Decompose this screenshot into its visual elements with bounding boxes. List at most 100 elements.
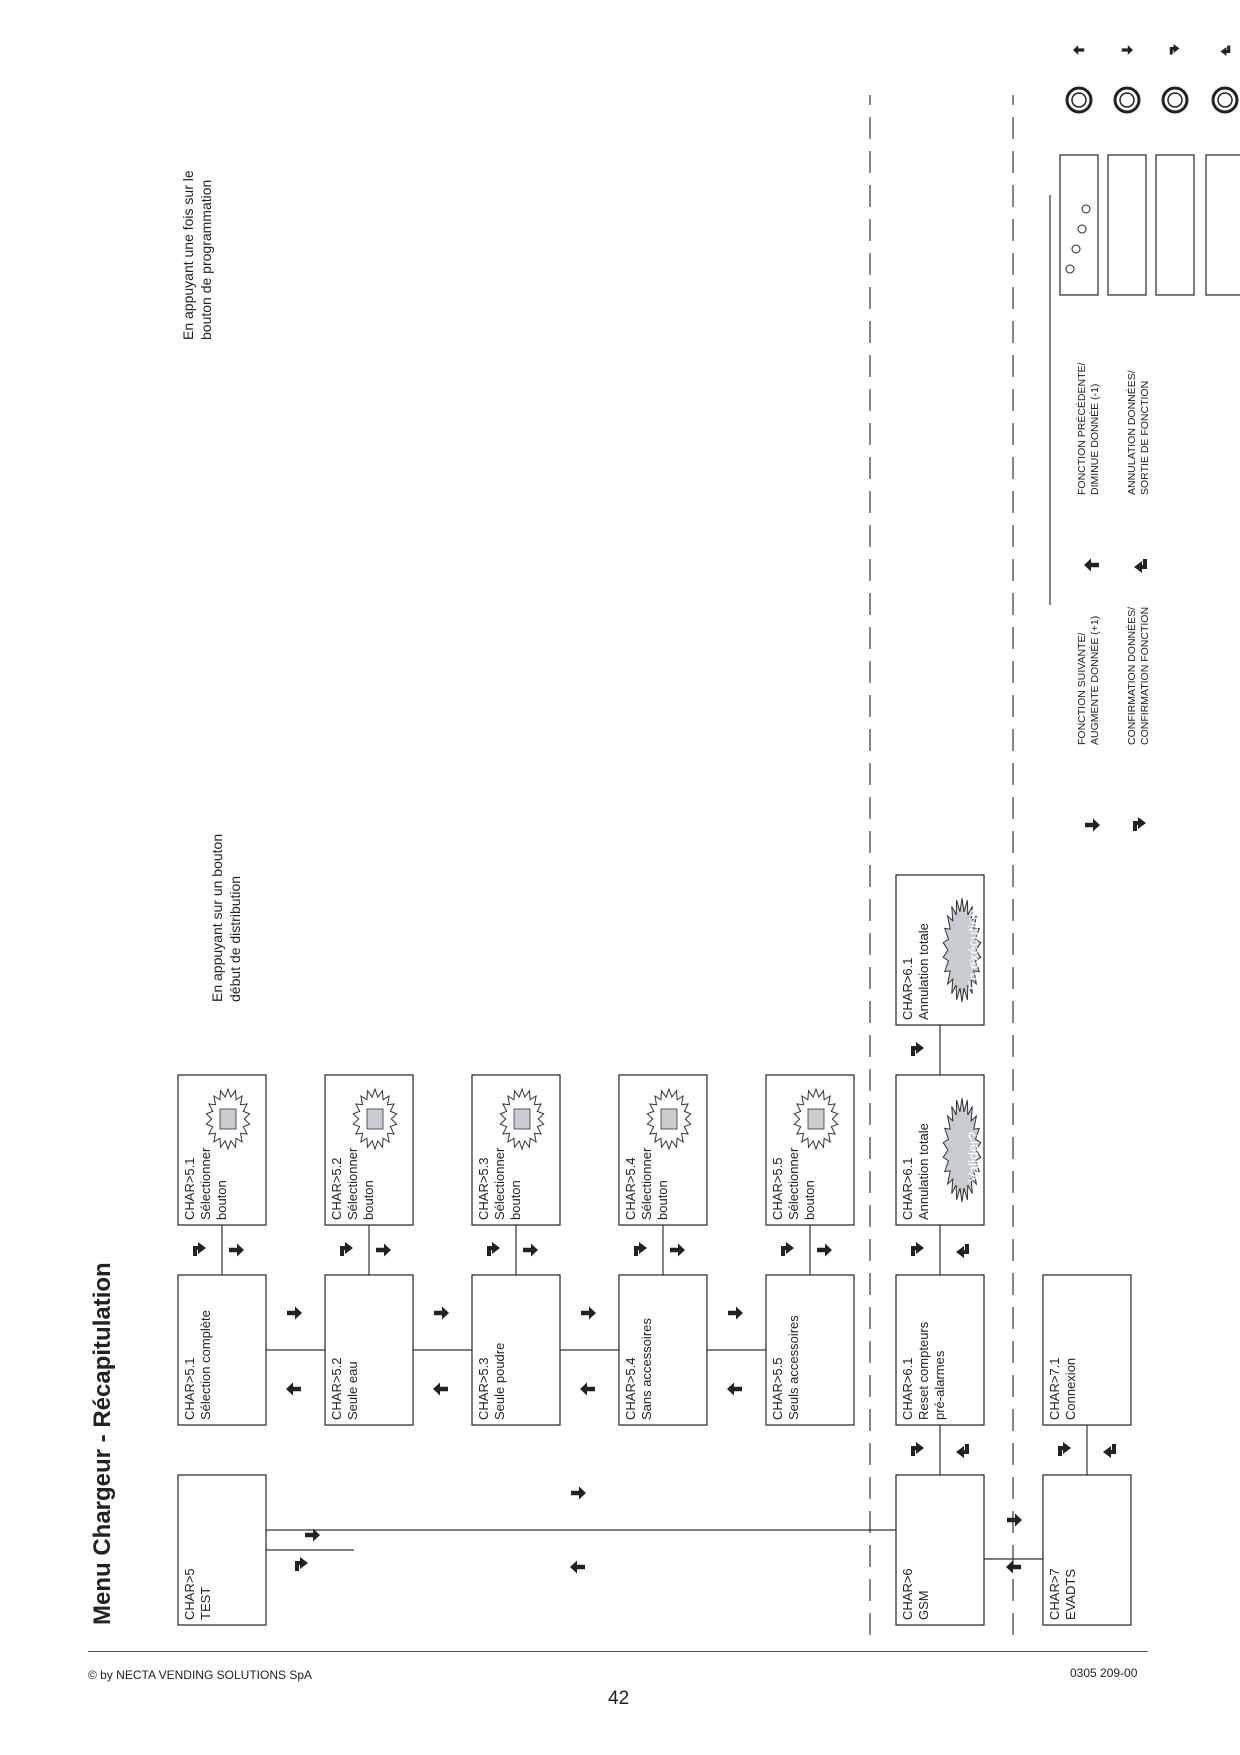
- arrow-right-icon: [434, 1306, 449, 1320]
- menu-box-char5-1[interactable]: CHAR>5.1 Sélection complète: [177, 1274, 267, 1426]
- arrow-left-icon: [570, 1560, 585, 1574]
- svg-text:CHAR>5.3: CHAR>5.3: [476, 1358, 491, 1421]
- svg-text:SORTIE DE FONCTION: SORTIE DE FONCTION: [1139, 381, 1151, 495]
- indicator-led-icon: [1071, 244, 1081, 254]
- menu-box-char6[interactable]: CHAR>6 GSM: [895, 1474, 985, 1626]
- menu-box-char5-2[interactable]: CHAR>5.2 Seule eau: [324, 1274, 414, 1426]
- arrow-confirm-icon: [340, 1242, 353, 1256]
- arrow-left-icon: [433, 1382, 448, 1396]
- svg-text:En appuyant une fois sur le: En appuyant une fois sur le: [180, 170, 196, 340]
- arrow-left-icon: [1073, 45, 1085, 55]
- svg-text:CHAR>5.3: CHAR>5.3: [476, 1158, 491, 1221]
- svg-text:Seule eau: Seule eau: [345, 1361, 360, 1420]
- svg-text:Sélection complète: Sélection complète: [198, 1310, 213, 1420]
- valider-label: Valider?: [965, 1131, 981, 1182]
- svg-text:CHAR>7: CHAR>7: [1047, 1568, 1062, 1620]
- svg-text:CHAR>6.1: CHAR>6.1: [900, 1358, 915, 1421]
- arrow-confirm-icon: [1058, 1442, 1071, 1456]
- svg-text:Seule poudre: Seule poudre: [492, 1343, 507, 1420]
- arrow-right-icon: [1121, 45, 1133, 55]
- page-number: 42: [608, 1688, 630, 1709]
- menu-box-char7-1[interactable]: CHAR>7.1 Connexion: [1042, 1274, 1132, 1426]
- svg-text:bouton de programmation: bouton de programmation: [198, 180, 214, 340]
- arrow-confirm-icon: [911, 1042, 924, 1056]
- arrow-right-icon: [1007, 1513, 1022, 1527]
- svg-text:bouton: bouton: [802, 1180, 817, 1220]
- svg-text:CHAR>5.1: CHAR>5.1: [182, 1358, 197, 1421]
- svg-text:Annulation totale: Annulation totale: [916, 1123, 931, 1220]
- menu-box-char5-5[interactable]: CHAR>5.5 Seuls accessoires: [765, 1274, 855, 1426]
- svg-text:DIMINUE DONNÉE (-1): DIMINUE DONNÉE (-1): [1088, 384, 1101, 495]
- arrow-left-icon: [727, 1382, 742, 1396]
- menu-box-char5-4-select[interactable]: CHAR>5.4 Sélectionner bouton: [618, 1074, 708, 1226]
- svg-text:TEST: TEST: [198, 1587, 213, 1620]
- svg-text:CHAR>5.5: CHAR>5.5: [770, 1358, 785, 1421]
- starburst-icon: [942, 897, 982, 1003]
- menu-box-char5-1-select[interactable]: CHAR>5.1 Sélectionner bouton: [177, 1074, 267, 1226]
- menu-box-char6-1-exec[interactable]: CHAR>6.1 Annulation totale En exécution: [895, 874, 985, 1026]
- menu-box-char6-1-confirm[interactable]: CHAR>6.1 Annulation totale Valider?: [895, 1074, 985, 1226]
- arrow-cancel-icon: [1134, 559, 1147, 573]
- button-icon: [366, 1108, 384, 1130]
- arrow-cancel-icon: [956, 1444, 969, 1458]
- arrow-left-icon: [580, 1382, 595, 1396]
- arrow-right-icon: [817, 1243, 832, 1257]
- svg-text:bouton: bouton: [214, 1180, 229, 1220]
- svg-text:bouton: bouton: [361, 1180, 376, 1220]
- indicator-led-icon: [1081, 204, 1091, 214]
- svg-text:Sélectionner: Sélectionner: [492, 1147, 507, 1220]
- arrow-confirm-icon: [193, 1242, 206, 1256]
- svg-text:Sans accessoires: Sans accessoires: [639, 1318, 654, 1420]
- svg-text:CONFIRMATION FONCTION: CONFIRMATION FONCTION: [1139, 607, 1151, 745]
- button-icon: [807, 1108, 825, 1130]
- arrow-right-icon: [287, 1306, 302, 1320]
- arrow-confirm-icon: [911, 1242, 924, 1256]
- svg-text:FONCTION SUIVANTE/: FONCTION SUIVANTE/: [1076, 633, 1088, 745]
- menu-box-char5-3-select[interactable]: CHAR>5.3 Sélectionner bouton: [471, 1074, 561, 1226]
- menu-box-char5-2-select[interactable]: CHAR>5.2 Sélectionner bouton: [324, 1074, 414, 1226]
- svg-text:Annulation totale: Annulation totale: [916, 923, 931, 1020]
- menu-box-char7[interactable]: CHAR>7 EVADTS: [1042, 1474, 1132, 1626]
- arrow-confirm-icon: [295, 1557, 308, 1571]
- svg-text:CHAR>5: CHAR>5: [182, 1568, 197, 1620]
- svg-text:CHAR>5.5: CHAR>5.5: [770, 1158, 785, 1221]
- arrow-confirm-icon: [911, 1442, 924, 1456]
- arrow-confirm-icon: [634, 1242, 647, 1256]
- svg-text:CHAR>6.1: CHAR>6.1: [900, 1158, 915, 1221]
- arrow-cancel-icon: [1220, 45, 1231, 56]
- arrow-right-icon: [229, 1243, 244, 1257]
- menu-box-char5[interactable]: CHAR>5 TEST: [177, 1474, 267, 1626]
- footer-copyright: © by NECTA VENDING SOLUTIONS SpA: [88, 1668, 313, 1682]
- keypad-illustration: [1059, 44, 1240, 296]
- menu-box-char6-1[interactable]: CHAR>6.1 Reset compteurs pré-alarmes: [895, 1274, 985, 1426]
- svg-text:FONCTION PRÉCÉDENTE/: FONCTION PRÉCÉDENTE/: [1075, 362, 1088, 495]
- arrow-right-icon: [523, 1243, 538, 1257]
- note-dispense-button: En appuyant sur un bouton début de distr…: [209, 834, 243, 1002]
- svg-text:Sélectionner: Sélectionner: [639, 1147, 654, 1220]
- menu-box-char5-3[interactable]: CHAR>5.3 Seule poudre: [471, 1274, 561, 1426]
- svg-text:Sélectionner: Sélectionner: [786, 1147, 801, 1220]
- arrow-right-icon: [728, 1306, 743, 1320]
- arrow-right-icon: [1085, 818, 1100, 832]
- arrow-right-icon: [571, 1486, 586, 1500]
- button-icon: [660, 1108, 678, 1130]
- svg-text:Sélectionner: Sélectionner: [198, 1147, 213, 1220]
- svg-text:CHAR>5.4: CHAR>5.4: [623, 1158, 638, 1221]
- arrow-right-icon: [670, 1243, 685, 1257]
- menu-box-char5-5-select[interactable]: CHAR>5.5 Sélectionner bouton: [765, 1074, 855, 1226]
- button-icon: [513, 1108, 531, 1130]
- svg-text:Connexion: Connexion: [1063, 1358, 1078, 1420]
- svg-text:CHAR>6.1: CHAR>6.1: [900, 958, 915, 1021]
- starburst-icon: [942, 1097, 982, 1203]
- svg-text:CHAR>6: CHAR>6: [900, 1568, 915, 1620]
- arrow-confirm-icon: [1169, 44, 1180, 55]
- arrow-left-icon: [1084, 558, 1099, 572]
- note-programming-button: En appuyant une fois sur le bouton de pr…: [180, 170, 214, 340]
- indicator-led-icon: [1065, 264, 1075, 274]
- legend: FONCTION SUIVANTE/ AUGMENTE DONNÉE (+1) …: [1075, 362, 1151, 832]
- arrow-confirm-icon: [1133, 817, 1146, 831]
- page-title: Menu Chargeur - Récapitulation: [89, 1262, 116, 1625]
- menu-box-char5-4[interactable]: CHAR>5.4 Sans accessoires: [618, 1274, 708, 1426]
- footer-doc-code: 0305 209-00: [1070, 1666, 1138, 1680]
- svg-text:Sélectionner: Sélectionner: [345, 1147, 360, 1220]
